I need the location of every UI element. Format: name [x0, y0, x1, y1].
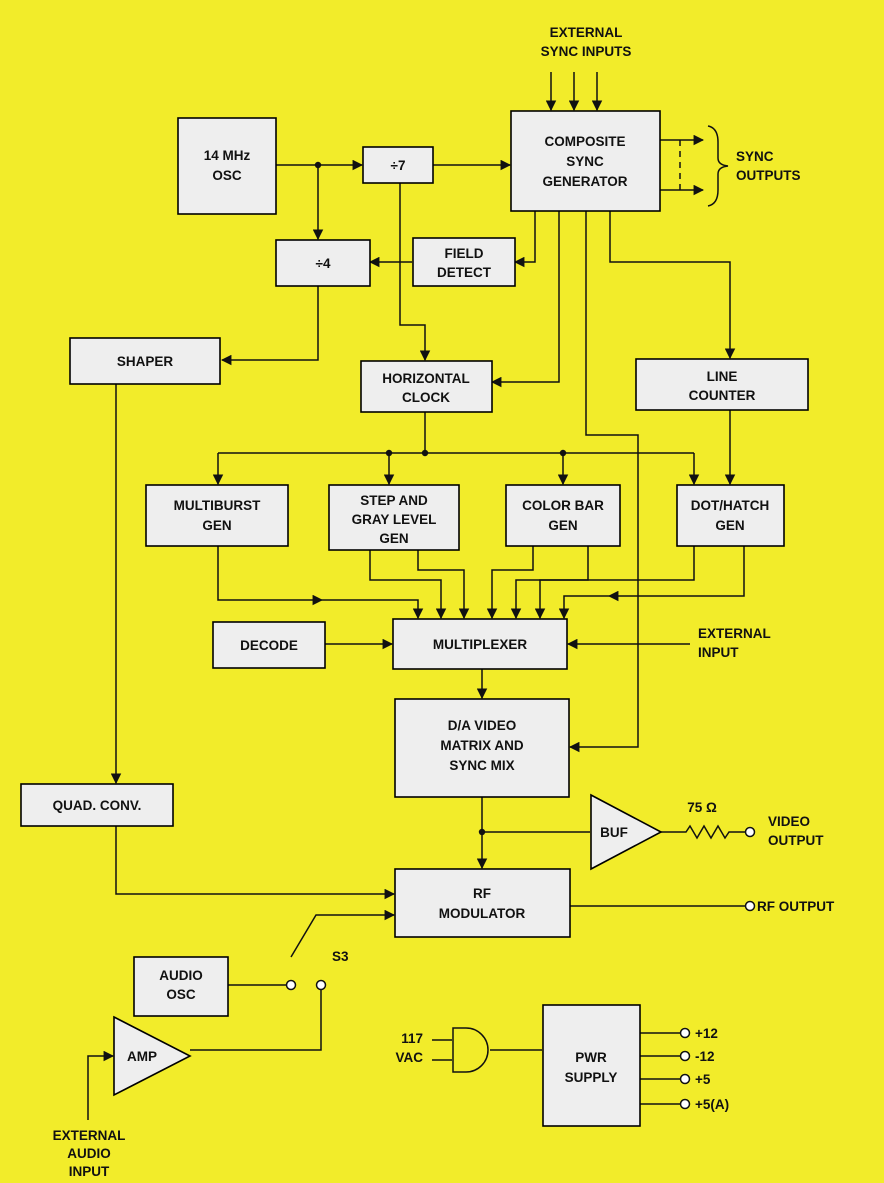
field-detect-block: FIELD DETECT — [412, 237, 516, 287]
multiplexer-block: MULTIPLEXER — [392, 618, 568, 670]
sync-outputs-brace — [707, 125, 729, 207]
divide-by-7-block: ÷7 — [362, 146, 434, 184]
osc-14mhz-block: 14 MHz OSC — [177, 117, 277, 215]
resistor-75-ohm-label: 75 Ω — [687, 800, 717, 815]
svg-text:MULTIBURST: MULTIBURST — [174, 498, 261, 513]
color-bar-gen-block: COLOR BAR GEN — [505, 484, 621, 547]
rf-modulator-block: RF MODULATOR — [394, 868, 571, 938]
multiburst-gen-block: MULTIBURST GEN — [145, 484, 289, 547]
video-output-label: VIDEO — [768, 814, 810, 829]
output-terminals — [285, 826, 756, 1110]
external-audio-input-label: EXTERNAL — [53, 1128, 126, 1143]
svg-text:÷4: ÷4 — [316, 256, 331, 271]
external-audio-input-label-line2: AUDIO — [67, 1146, 111, 1161]
junctions — [314, 161, 567, 836]
horizontal-clock-block: HORIZONTAL CLOCK — [360, 360, 493, 413]
wires — [87, 72, 745, 1120]
svg-text:GEN: GEN — [548, 518, 577, 533]
external-input-label: EXTERNAL — [698, 626, 771, 641]
sync-outputs-label: SYNC — [736, 149, 774, 164]
svg-text:HORIZONTAL: HORIZONTAL — [382, 371, 470, 386]
svg-text:STEP AND: STEP AND — [360, 493, 428, 508]
pwr-output-plus5-label: +5 — [695, 1072, 711, 1087]
external-sync-inputs-label-line2: SYNC INPUTS — [541, 44, 632, 59]
svg-text:CLOCK: CLOCK — [402, 390, 450, 405]
vac-117-label-line2: VAC — [395, 1050, 423, 1065]
ac-plug-symbol — [452, 1027, 489, 1073]
decode-block: DECODE — [212, 621, 326, 669]
svg-text:SYNC: SYNC — [566, 154, 604, 169]
svg-text:SHAPER: SHAPER — [117, 354, 174, 369]
svg-text:MULTIPLEXER: MULTIPLEXER — [433, 637, 528, 652]
composite-sync-generator-block: COMPOSITE SYNC GENERATOR — [510, 110, 661, 212]
svg-text:OSC: OSC — [166, 987, 196, 1002]
svg-text:14 MHz: 14 MHz — [204, 148, 251, 163]
svg-text:COLOR BAR: COLOR BAR — [522, 498, 604, 513]
svg-text:RF: RF — [473, 886, 491, 901]
sync-outputs-label-line2: OUTPUTS — [736, 168, 801, 183]
pwr-output-minus12-label: -12 — [695, 1049, 715, 1064]
svg-text:COUNTER: COUNTER — [689, 388, 756, 403]
svg-text:SYNC MIX: SYNC MIX — [449, 758, 514, 773]
buffer-amplifier: BUF — [590, 793, 663, 871]
svg-text:AMP: AMP — [127, 1049, 157, 1064]
step-gray-level-gen-block: STEP AND GRAY LEVEL GEN — [328, 484, 460, 551]
labels: EXTERNAL SYNC INPUTS SYNC OUTPUTS EXTERN… — [53, 25, 835, 1179]
shaper-block: SHAPER — [69, 337, 221, 385]
external-sync-inputs-label: EXTERNAL — [550, 25, 623, 40]
rf-output-label: RF OUTPUT — [757, 899, 835, 914]
divide-by-4-block: ÷4 — [275, 239, 371, 287]
svg-text:SUPPLY: SUPPLY — [565, 1070, 618, 1085]
svg-text:GENERATOR: GENERATOR — [542, 174, 627, 189]
pwr-output-plus12-label: +12 — [695, 1026, 718, 1041]
da-video-matrix-sync-mix-block: D/A VIDEO MATRIX AND SYNC MIX — [394, 698, 570, 798]
external-input-label-line2: INPUT — [698, 645, 739, 660]
svg-text:DOT/HATCH: DOT/HATCH — [691, 498, 770, 513]
power-supply-block: PWR SUPPLY — [542, 1004, 641, 1127]
audio-osc-block: AUDIO OSC — [133, 956, 229, 1017]
svg-text:GRAY LEVEL: GRAY LEVEL — [352, 512, 437, 527]
svg-text:OSC: OSC — [212, 168, 242, 183]
video-output-label-line2: OUTPUT — [768, 833, 824, 848]
pwr-output-plus5a-label: +5(A) — [695, 1097, 729, 1112]
svg-text:FIELD: FIELD — [445, 246, 484, 261]
svg-text:D/A VIDEO: D/A VIDEO — [448, 718, 517, 733]
svg-text:BUF: BUF — [600, 825, 628, 840]
svg-text:MATRIX AND: MATRIX AND — [440, 738, 523, 753]
svg-text:MODULATOR: MODULATOR — [439, 906, 526, 921]
svg-text:QUAD. CONV.: QUAD. CONV. — [53, 798, 142, 813]
vac-117-label: 117 — [401, 1031, 423, 1046]
quad-conv-block: QUAD. CONV. — [20, 783, 174, 827]
external-audio-input-label-line3: INPUT — [69, 1164, 110, 1179]
svg-text:÷7: ÷7 — [391, 158, 406, 173]
svg-text:AUDIO: AUDIO — [159, 968, 203, 983]
svg-text:LINE: LINE — [707, 369, 738, 384]
svg-text:DETECT: DETECT — [437, 265, 492, 280]
line-counter-block: LINE COUNTER — [635, 358, 809, 411]
audio-amplifier: AMP — [113, 1015, 192, 1097]
switch-s3-label: S3 — [332, 949, 349, 964]
svg-text:PWR: PWR — [575, 1050, 607, 1065]
svg-text:GEN: GEN — [379, 531, 408, 546]
svg-text:COMPOSITE: COMPOSITE — [544, 134, 625, 149]
dot-hatch-gen-block: DOT/HATCH GEN — [676, 484, 785, 547]
svg-text:DECODE: DECODE — [240, 638, 298, 653]
svg-text:GEN: GEN — [202, 518, 231, 533]
svg-text:GEN: GEN — [715, 518, 744, 533]
